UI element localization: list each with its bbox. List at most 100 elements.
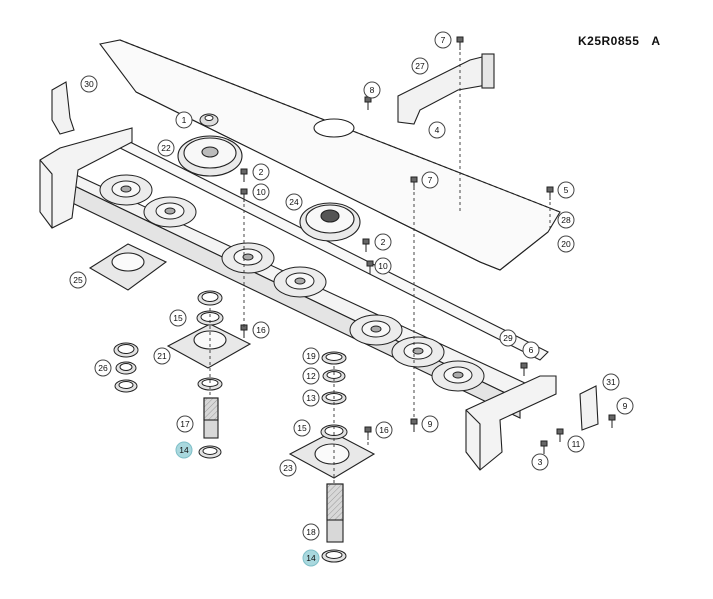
callout-circle (175, 441, 193, 459)
callout-c13: 13 (302, 389, 320, 407)
callout-c9b: 9 (421, 415, 439, 433)
callout-c7a: 7 (434, 31, 452, 49)
callout-number: 26 (98, 363, 108, 373)
assembly-lines (209, 46, 551, 484)
callout-circle (94, 359, 112, 377)
left-end-plate (39, 127, 133, 229)
cutting-disc (349, 314, 403, 346)
callout-circle (252, 321, 270, 339)
callout-c18: 18 (302, 523, 320, 541)
callout-number: 16 (379, 425, 389, 435)
bolt (520, 362, 528, 376)
callout-circle (302, 389, 320, 407)
bearing-housing-23 (288, 431, 376, 479)
callout-c8: 8 (363, 81, 381, 99)
callout-circle (279, 459, 297, 477)
callout-number: 6 (529, 345, 534, 355)
callout-number: 20 (561, 239, 571, 249)
callout-c10a: 10 (252, 183, 270, 201)
callout-c15b: 15 (293, 419, 311, 437)
callout-number: 2 (259, 167, 264, 177)
callout-number: 2 (381, 237, 386, 247)
cutting-disc (221, 242, 275, 274)
bolt-parts (240, 36, 616, 454)
callout-number: 28 (561, 215, 571, 225)
callout-c22: 22 (157, 139, 175, 157)
callout-c23: 23 (279, 459, 297, 477)
callout-c21: 21 (153, 347, 171, 365)
ring (321, 549, 347, 563)
callout-c15a: 15 (169, 309, 187, 327)
callout-c5: 5 (557, 181, 575, 199)
gear-24 (299, 202, 361, 242)
callout-number: 4 (435, 125, 440, 135)
callout-number: 8 (370, 85, 375, 95)
callout-circle (252, 163, 270, 181)
bolt (540, 440, 548, 454)
cutting-disc (431, 360, 485, 392)
callout-circle (302, 367, 320, 385)
callout-circle (411, 57, 429, 75)
bearing-housing-25 (88, 243, 168, 291)
callout-c25: 25 (69, 271, 87, 289)
callout-c19: 19 (302, 347, 320, 365)
cutting-disc-row (99, 174, 485, 392)
callout-number: 29 (503, 333, 513, 343)
callout-number: 22 (161, 143, 171, 153)
callout-c17: 17 (176, 415, 194, 433)
ring (322, 369, 346, 383)
callout-number: 23 (283, 463, 293, 473)
callout-number: 27 (415, 61, 425, 71)
callout-number: 11 (572, 439, 581, 449)
callout-c24: 24 (285, 193, 303, 211)
callout-c14a: 14 (175, 441, 193, 459)
ring (321, 351, 347, 365)
callout-circle (69, 271, 87, 289)
callout-circle (374, 233, 392, 251)
callout-number: 10 (378, 261, 388, 271)
callout-number: 15 (173, 313, 183, 323)
callout-circle (169, 309, 187, 327)
bolt (556, 428, 564, 442)
callout-circle (252, 183, 270, 201)
callout-number: 14 (306, 553, 316, 563)
callout-number: 15 (297, 423, 307, 433)
callout-number: 30 (84, 79, 94, 89)
callout-c7b: 7 (421, 171, 439, 189)
callout-c30: 30 (80, 75, 98, 93)
callout-circle (428, 121, 446, 139)
callout-c11: 11 (567, 435, 585, 453)
bracket-27 (397, 53, 495, 125)
callout-circle (302, 549, 320, 567)
callout-number: 10 (256, 187, 266, 197)
gear-22 (177, 135, 243, 177)
callout-c28: 28 (557, 211, 575, 229)
bracket-30 (51, 81, 75, 135)
callout-number: 16 (256, 325, 266, 335)
callout-circle (522, 341, 540, 359)
drawing-number: K25R0855 (578, 34, 640, 48)
ring (197, 290, 223, 306)
cutting-disc (143, 196, 197, 228)
nut-1 (199, 113, 219, 127)
callout-c16b: 16 (375, 421, 393, 439)
callout-number: 9 (623, 401, 628, 411)
callout-number: 12 (306, 371, 316, 381)
callout-number: 19 (306, 351, 316, 361)
callout-c12: 12 (302, 367, 320, 385)
callout-c29: 29 (499, 329, 517, 347)
callout-circle (375, 421, 393, 439)
cutting-disc (99, 174, 153, 206)
callout-circle (285, 193, 303, 211)
bolt (362, 238, 370, 252)
callout-number: 5 (564, 185, 569, 195)
bolt (364, 96, 372, 110)
callout-c4: 4 (428, 121, 446, 139)
callout-circle (363, 81, 381, 99)
callout-circle (175, 111, 193, 129)
shaft-17 (203, 397, 219, 439)
callout-circle (157, 139, 175, 157)
callout-circle (557, 211, 575, 229)
